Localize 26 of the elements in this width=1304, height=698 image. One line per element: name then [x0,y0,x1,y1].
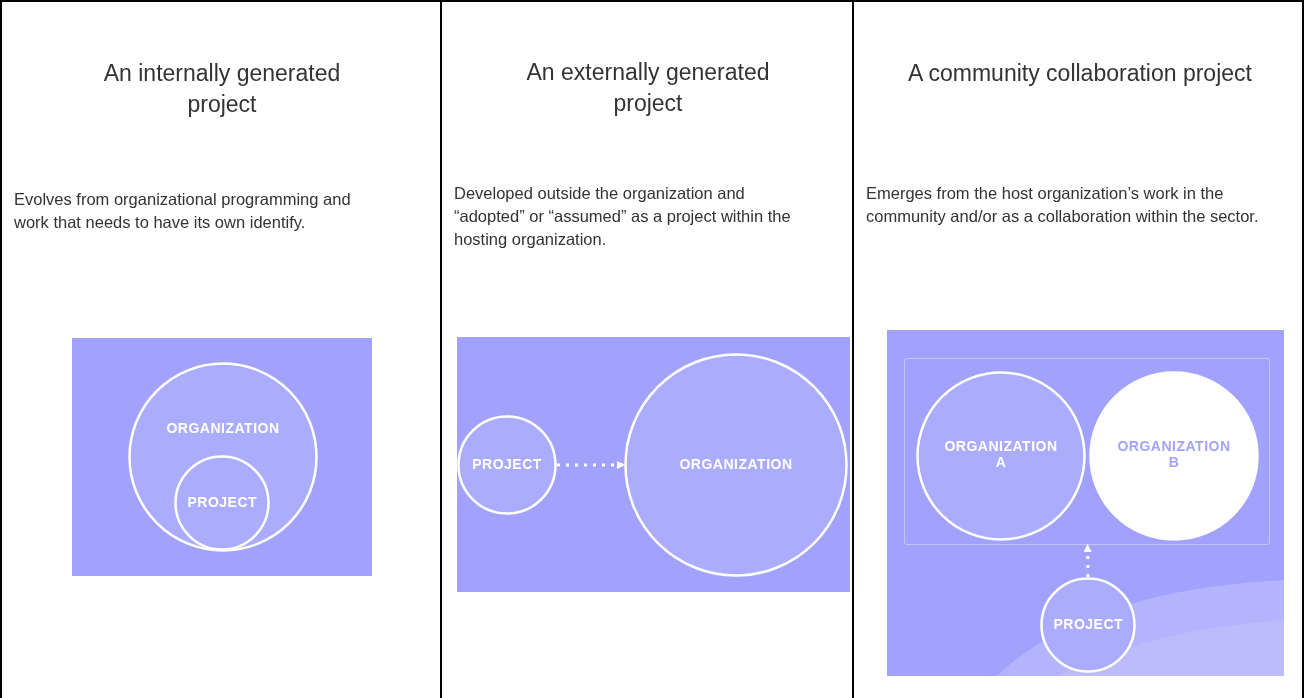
circle-label: ORGANIZATION B [1116,438,1232,470]
circle-label: ORGANIZATION [678,456,794,472]
circle-node [1040,577,1136,673]
circle-node [457,415,557,515]
table-column [852,0,1304,698]
circle-node [624,353,848,577]
column-heading: An internally generated project [102,59,342,119]
circle-node [916,371,1086,541]
arrow [1083,544,1092,578]
circle-label: ORGANIZATION A [943,438,1059,470]
circle-label: PROJECT [471,456,543,472]
arrow [557,461,625,469]
circle-label: PROJECT [1053,616,1123,632]
table-column [440,0,852,698]
circle-node [174,455,270,551]
circle-node [128,362,318,552]
circle-label: PROJECT [187,494,257,510]
description-text: Developed outside the organization and “adopted” or “assumed” as a project within the hosting organization. [454,183,792,250]
column-heading: A community collaboration project [907,59,1253,88]
column-heading: An externally generated project [525,58,771,118]
group-frame [904,358,1270,545]
description-text: Evolves from organizational programming and work that needs to have its own identify. [14,189,352,233]
table-column [0,0,440,698]
circle-node [1089,371,1259,541]
description-text: Emerges from the host organization’s work in the community and/or as a collaboration within the sector. [866,183,1260,227]
circle-label: ORGANIZATION [165,420,281,436]
